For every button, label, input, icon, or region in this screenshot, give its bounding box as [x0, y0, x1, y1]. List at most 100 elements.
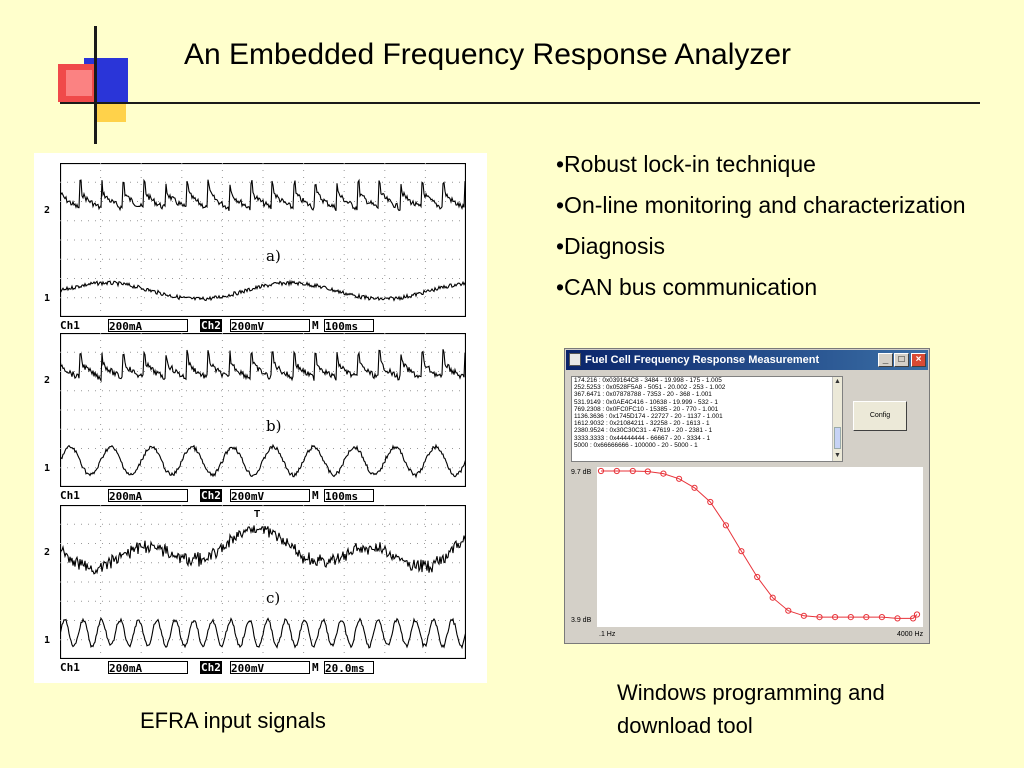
response-point	[644, 468, 651, 475]
response-point	[785, 607, 792, 614]
ch2-marker: 2	[44, 205, 51, 216]
status-timebase: 100ms	[324, 489, 374, 503]
response-point	[800, 612, 807, 619]
minimize-button[interactable]: _	[878, 353, 893, 367]
deco-yellow-square	[96, 104, 126, 122]
response-point	[894, 615, 901, 622]
window-title: Fuel Cell Frequency Response Measurement	[585, 354, 820, 366]
scroll-thumb[interactable]	[834, 427, 841, 449]
status-m: M	[312, 319, 319, 332]
status-ch2: Ch2	[200, 661, 222, 674]
status-ch2: Ch2	[200, 489, 222, 502]
response-point	[597, 467, 605, 475]
close-icon: ×	[915, 354, 922, 365]
log-row[interactable]: 1136.3636 : 0x1745D174 - 22727 - 20 - 11…	[574, 413, 723, 421]
response-line	[601, 470, 918, 619]
status-ch1: Ch1	[60, 319, 80, 332]
scroll-up-icon[interactable]: ▲	[834, 378, 841, 385]
status-ch2-scale: 200mV	[230, 319, 310, 333]
log-row[interactable]: 769.2308 : 0x0FC0FC10 - 15385 - 20 - 770…	[574, 405, 719, 413]
bullet-item: •CAN bus communication	[556, 274, 818, 300]
app-icon	[569, 353, 581, 366]
plot-x-min-label: .1 Hz	[599, 631, 616, 638]
log-row[interactable]: 5000 : 0x66666666 - 100000 - 20 - 5000 -…	[574, 441, 698, 449]
status-timebase: 100ms	[324, 319, 374, 333]
status-ch2-scale: 200mV	[230, 489, 310, 503]
log-row[interactable]: 367.6471 : 0x07878788 - 7353 - 20 - 368 …	[574, 391, 712, 399]
log-scrollbar[interactable]: ▲ ▼	[832, 377, 842, 461]
status-ch2-scale: 200mV	[230, 661, 310, 675]
status-m: M	[312, 661, 319, 674]
ch2-marker: 2	[44, 375, 51, 386]
close-button[interactable]: ×	[911, 353, 926, 367]
config-button[interactable]: Config	[853, 401, 907, 431]
status-ch1-scale: 200mA	[108, 489, 188, 503]
scroll-down-icon[interactable]: ▼	[834, 452, 841, 459]
plot-y-min-label: 3.9 dB	[571, 617, 592, 624]
plot-x-max-label: 4000 Hz	[897, 631, 924, 638]
oscilloscope-trace: a)	[60, 163, 466, 317]
response-point	[832, 614, 839, 621]
ch2-marker: 2	[44, 547, 51, 558]
window-titlebar[interactable]: Fuel Cell Frequency Response Measurement…	[566, 350, 928, 370]
response-point	[910, 615, 917, 622]
log-row[interactable]: 174.216 : 0x039164C8 - 3484 - 19.998 - 1…	[574, 377, 722, 384]
log-row[interactable]: 531.9149 : 0x0AE4C416 - 10638 - 19.999 -…	[574, 398, 718, 406]
log-row[interactable]: 3333.3333 : 0x44444444 - 66667 - 20 - 33…	[574, 434, 711, 442]
response-point	[722, 522, 729, 529]
slide-decoration	[0, 0, 140, 150]
caption-right: Windows programming and download tool	[617, 680, 885, 738]
status-ch2: Ch2	[200, 319, 222, 332]
response-point	[754, 573, 761, 581]
log-row[interactable]: 1612.9032 : 0x21084211 - 32258 - 20 - 16…	[574, 420, 710, 428]
frequency-response-plot	[597, 467, 923, 627]
ch1-marker: 1	[44, 293, 51, 304]
status-ch1: Ch1	[60, 661, 80, 674]
response-point	[707, 498, 714, 506]
oscilloscope-trace: b)	[60, 333, 466, 487]
bullet-item: •Diagnosis	[556, 233, 666, 259]
response-point	[691, 484, 698, 491]
status-m: M	[312, 489, 319, 502]
log-row[interactable]: 2380.9524 : 0x30C30C31 - 47619 - 20 - 23…	[574, 427, 713, 435]
log-row[interactable]: 252.5253 : 0x0528F5A8 - 5051 - 20.002 - …	[574, 384, 726, 392]
response-point	[878, 614, 885, 621]
oscilloscope-trace: c) T	[60, 505, 466, 659]
deco-pink-square	[66, 70, 92, 96]
response-point	[913, 611, 921, 618]
maximize-button[interactable]: □	[894, 353, 909, 367]
status-ch1-scale: 200mA	[108, 319, 188, 333]
status-ch1-scale: 200mA	[108, 661, 188, 675]
response-point	[676, 475, 683, 482]
title-vertical-rule	[94, 26, 97, 144]
trace-label: b)	[266, 417, 281, 435]
trigger-marker: T	[254, 509, 260, 520]
bullet-item: •On-line monitoring and characterization	[556, 192, 966, 218]
trace-label: a)	[266, 247, 281, 265]
trace-label: c)	[266, 589, 280, 607]
ch1-marker: 1	[44, 463, 51, 474]
response-point	[816, 614, 823, 621]
minimize-icon: _	[882, 354, 889, 365]
maximize-icon: □	[898, 354, 905, 365]
ch1-marker: 1	[44, 635, 51, 646]
response-point	[738, 548, 745, 555]
app-window: Fuel Cell Frequency Response Measurement…	[564, 348, 930, 644]
caption-left: EFRA input signals	[140, 708, 326, 733]
measurement-log-list[interactable]: 174.216 : 0x039164C8 - 3484 - 19.998 - 1…	[571, 376, 843, 462]
status-timebase: 20.0ms	[324, 661, 374, 675]
slide-title: An Embedded Frequency Response Analyzer	[184, 38, 792, 71]
status-ch1: Ch1	[60, 489, 80, 502]
response-point	[660, 470, 667, 477]
bullet-list: •Robust lock-in technique •On-line monit…	[556, 152, 996, 316]
title-horizontal-rule	[60, 102, 980, 104]
response-point	[847, 614, 854, 621]
response-point	[629, 467, 636, 475]
plot-y-max-label: 9.7 dB	[571, 469, 592, 476]
response-point	[863, 614, 870, 621]
bullet-item: •Robust lock-in technique	[556, 151, 816, 177]
